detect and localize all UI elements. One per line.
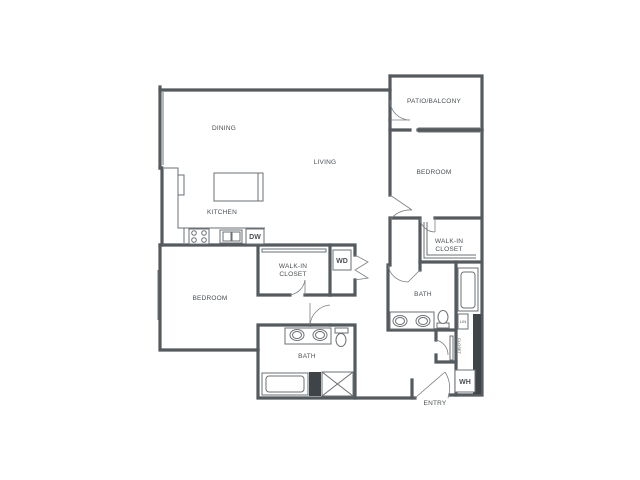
- water-heater-label: WH: [459, 379, 471, 386]
- laundry: WD: [261, 248, 352, 271]
- kitchen-label: KITCHEN: [207, 209, 237, 216]
- doors: [289, 99, 480, 399]
- patio-label: PATIO/BALCONY: [407, 98, 461, 105]
- dining-label: DINING: [212, 125, 236, 132]
- linen-label: LIN: [460, 319, 466, 324]
- water-heater: [454, 369, 476, 393]
- center-bath-fixtures: [261, 327, 354, 397]
- hall-closet: CLOSET WH: [449, 335, 476, 393]
- bath-center-label: BATH: [298, 353, 316, 360]
- center-toilet: [334, 327, 349, 334]
- entry-label: ENTRY: [424, 400, 447, 407]
- interior-walls: [158, 118, 484, 400]
- living-label: LIVING: [314, 159, 337, 166]
- center-bathtub: [261, 372, 309, 396]
- walkin-center-label-1: WALK-IN: [279, 263, 307, 270]
- closet-label: CLOSET: [457, 338, 462, 355]
- dishwasher-label: DW: [249, 234, 261, 241]
- washer-dryer-label: WD: [336, 258, 348, 265]
- window-left: [157, 92, 164, 320]
- kitchen-island: [213, 172, 259, 202]
- bedroom-right-label: BEDROOM: [417, 169, 452, 176]
- stove: [188, 228, 210, 245]
- right-bathtub: [457, 267, 479, 312]
- walkin-center-label-2: CLOSET: [279, 271, 306, 278]
- bath-right-label: BATH: [414, 291, 432, 298]
- kitchen: DW: [164, 167, 265, 245]
- walkin-right-label-1: WALK-IN: [435, 238, 463, 245]
- exterior-walls: [158, 74, 484, 400]
- right-bath-fixtures: LIN: [389, 267, 481, 394]
- walkin-right-label-2: CLOSET: [435, 246, 462, 253]
- dishwasher: [245, 228, 265, 245]
- room-labels: PATIO/BALCONY DINING LIVING BEDROOM KITC…: [193, 98, 464, 407]
- bedroom-left-label: BEDROOM: [193, 295, 228, 302]
- right-closet-shelf: [423, 222, 476, 259]
